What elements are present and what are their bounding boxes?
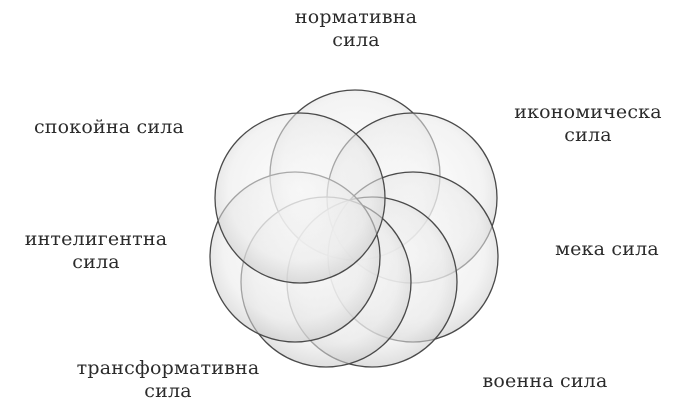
label-transformative-power: трансформативна сила [48,357,288,403]
label-intelligent-line2: сила [6,251,186,274]
label-military-line1: военна сила [460,370,630,393]
label-military-power: военна сила [460,370,630,393]
circle-left [215,113,385,283]
label-normative-line1: нормативна [266,6,446,29]
label-calm-power: спокойна сила [14,116,204,139]
label-economic-power: икономическа сила [498,101,678,147]
circle-group [210,90,498,367]
label-transformative-line2: сила [48,380,288,403]
label-economic-line2: сила [498,124,678,147]
label-intelligent-power: интелигентна сила [6,228,186,274]
label-soft-line1: мека сила [532,238,682,261]
label-calm-line1: спокойна сила [14,116,204,139]
label-economic-line1: икономическа [498,101,678,124]
label-transformative-line1: трансформативна [48,357,288,380]
label-intelligent-line1: интелигентна [6,228,186,251]
label-soft-power: мека сила [532,238,682,261]
label-normative-power: нормативна сила [266,6,446,52]
label-normative-line2: сила [266,29,446,52]
